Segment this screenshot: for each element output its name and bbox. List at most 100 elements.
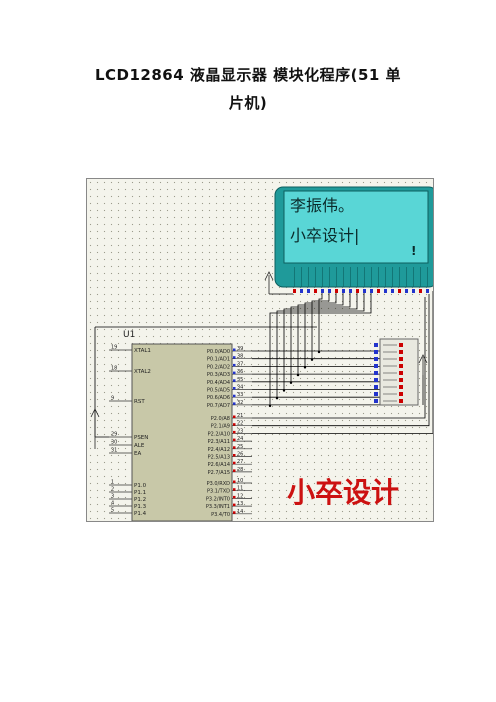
mcu-right-pin-number: 21 [237,413,243,419]
mcu-right-pin-name: P0.6/AD6 [207,395,230,401]
mcu-pin-marker [233,469,236,472]
lcd-arrow-up [264,271,274,294]
mcu-left-pin-number: 4 [111,501,114,507]
mcu-right-pin-number: 39 [237,346,243,352]
mcu-right-pin-number: 23 [237,428,243,434]
mcu-right-pin-number: 36 [237,369,243,375]
rnet-pin-left [374,371,378,375]
rnet-pin-left [374,392,378,396]
data-bus-wire [252,293,358,390]
wire-junction [289,381,293,384]
mcu-right-pin-name: P0.1/AD1 [207,357,230,363]
lcd-pin [377,289,380,293]
control-wire [252,297,426,419]
mcu-right-pin-number: 12 [237,493,243,499]
wires [94,291,433,438]
lcd-pin [412,289,415,293]
mcu-pin-marker [233,387,236,390]
resistor-pack-pins [374,343,403,403]
mcu-left-pin-number: 9 [111,396,114,402]
mcu-pin-marker [233,488,236,491]
rnet-pin-left [374,364,378,368]
mcu-left-pin-name: EA [134,451,141,457]
mcu-right-pin-number: 32 [237,400,243,406]
rnet-pin-left [374,378,378,382]
mcu-right-pin-name: P0.5/AD5 [207,388,230,394]
mcu-ref: U1 [123,330,135,340]
schematic-drawing: 李振伟。 小卒设计| ! U1 19XTAL118XTAL29RST29PSEN… [90,186,433,521]
mcu-left-pin-number: 18 [111,366,117,372]
document-title-line-1: LCD12864 液晶显示器 模块化程序(51 单 [94,66,402,84]
control-wire [252,291,433,434]
mcu-right-pin-name: P3.3/INT1 [206,504,230,510]
mcu-right-pin-name: P3.2/INT0 [206,496,230,502]
mcu-pin-marker [233,430,236,434]
lcd-pin [370,289,373,293]
wire-junction [310,358,314,361]
lcd-line-1: 李振伟。 [290,196,354,215]
rnet-arrow-up [418,354,428,375]
rnet-pin-right [399,350,403,354]
lcd-pin [342,289,345,293]
rnet-pin-left [374,350,378,354]
rnet-pin-left [374,343,378,347]
mcu-pin-marker [233,371,236,375]
mcu-pin-marker [233,446,236,449]
mcu-pin-marker [233,480,236,483]
mcu-left-pin-name: XTAL1 [134,348,151,354]
data-bus-wire [252,293,365,398]
mcu-right-pin-number: 10 [237,478,243,484]
rnet-pin-right [399,343,403,347]
mcu-left-pin-number: 31 [111,448,117,454]
rnet-pin-right [399,385,403,389]
mcu-right-pin-name: P0.4/AD4 [207,380,230,386]
mcu-pin-marker [233,461,236,465]
mcu-right-pin-name: P2.6/A14 [208,462,230,468]
mcu-left-pin-number: 3 [111,494,114,500]
left-arrow-up [90,408,100,449]
mcu-right-pin-name: P3.4/T0 [211,512,230,518]
mcu-right-pin-name: P0.7/AD7 [207,403,230,409]
lcd-pin [419,289,422,293]
mcu-pin-marker [233,348,236,351]
mcu-pin-marker [233,402,236,405]
mcu-right-pin-number: 22 [237,421,243,427]
rnet-pin-right [399,378,403,382]
mcu-right-pin-number: 28 [237,467,243,473]
mcu-right-pin-number: 33 [237,392,243,398]
data-bus-wire [252,293,337,367]
data-bus-wire [252,293,351,383]
mcu-left-pin-name: RST [134,399,145,405]
wire-junction [296,373,300,377]
rnet-pin-right [399,371,403,375]
mcu-left-pin-name: P1.1 [134,490,146,496]
mcu-pin-marker [233,415,236,418]
rnet-pin-left [374,357,378,361]
mcu-pin-marker [233,379,236,382]
data-bus-wire [252,293,323,352]
mcu-right-pin-number: 24 [237,436,243,442]
mcu-right-pin-name: P2.0/A8 [211,416,230,422]
mcu-pin-marker [233,394,236,398]
data-bus-wire [252,293,344,375]
mcu-left-pin-name: P1.3 [134,504,147,510]
mcu-chip: U1 19XTAL118XTAL29RST29PSEN30ALE31EA1P1.… [109,330,252,521]
mcu-left-pins: 19XTAL118XTAL29RST29PSEN30ALE31EA1P1.02P… [109,345,151,517]
lcd-pin [398,289,401,293]
mcu-pin-marker [233,511,236,514]
mcu-right-pin-name: P0.2/AD2 [207,364,230,370]
mcu-left-pin-name: ALE [134,443,145,449]
mcu-right-pin-name: P2.3/A11 [208,439,230,445]
watermark: 小卒设计 [287,476,399,509]
lcd-pin [356,289,359,293]
wire-junction [268,404,272,408]
data-bus-wire [252,293,330,360]
power-arrows [90,271,428,449]
mcu-right-pin-number: 34 [237,385,243,391]
rnet-pin-right [399,399,403,403]
lcd-pin-row [293,267,429,293]
mcu-pin-marker [233,363,236,367]
document-title-line-2: 片机) [228,94,268,112]
mcu-pin-marker [233,423,236,426]
